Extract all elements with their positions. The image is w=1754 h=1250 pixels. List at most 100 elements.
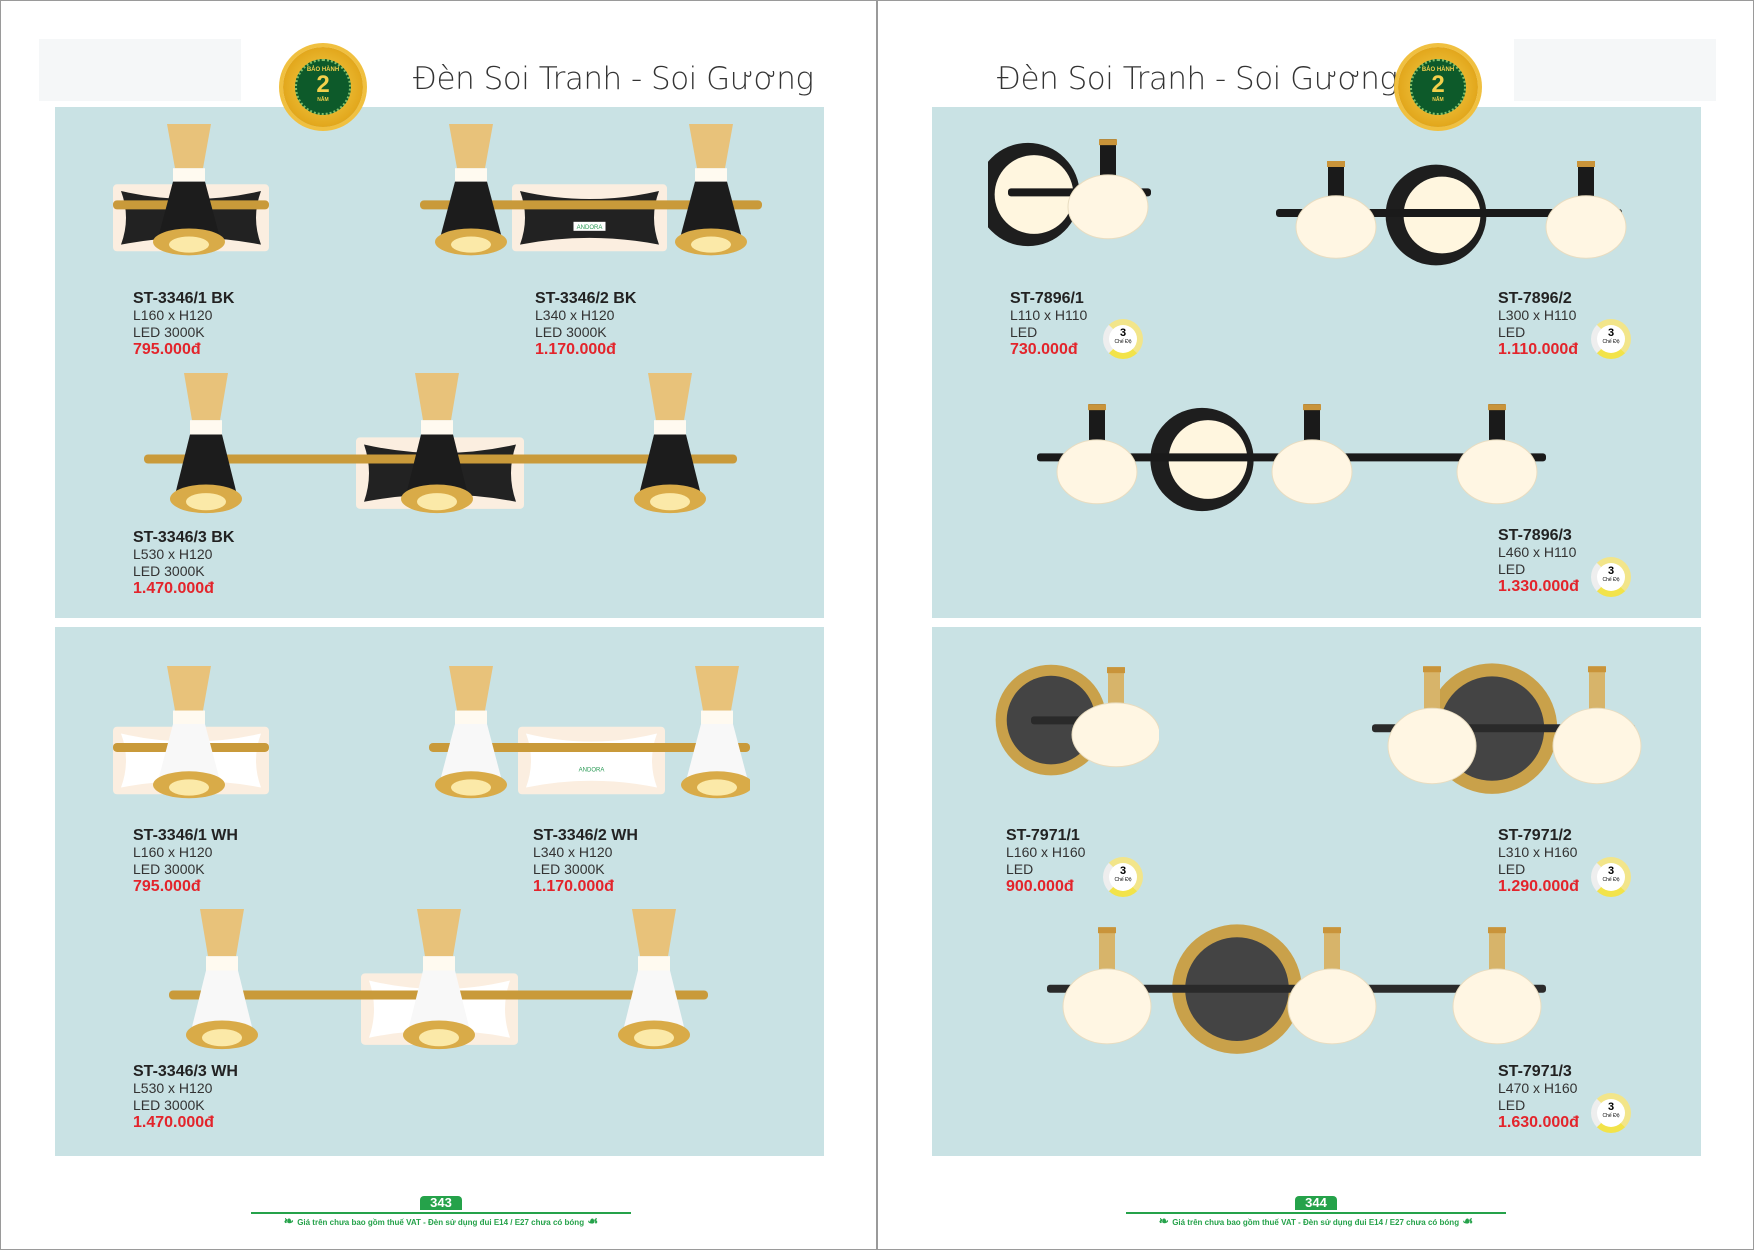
backplate-inner: [520, 191, 659, 245]
lamp-shade: [403, 909, 475, 1050]
product-name: ST-7896/1: [1010, 290, 1084, 307]
product-name: ST-7971/1: [1006, 827, 1080, 844]
lamp-globe: [1552, 666, 1642, 785]
product-light: LED 3000K: [133, 563, 205, 579]
lamp-shade: [634, 373, 706, 514]
product-light: LED 3000K: [535, 324, 607, 340]
product-image: ANDORA: [420, 124, 762, 258]
header-background: [39, 39, 241, 101]
gold-bar: [420, 200, 762, 210]
lamp-globe: [1452, 927, 1542, 1045]
product-light: LED 3000K: [133, 324, 205, 340]
product-size: L310 x H160: [1498, 844, 1578, 860]
product-image: [1017, 920, 1556, 1064]
product-light: LED: [1498, 861, 1526, 877]
lamp-globe: [1545, 161, 1627, 259]
product-name: ST-7896/2: [1498, 290, 1572, 307]
badge-top: BẢO HÀNH: [1421, 67, 1455, 73]
product-name: ST-3346/1 WH: [133, 827, 238, 844]
product-size: L160 x H120: [133, 307, 213, 323]
lamp-globe: [1387, 666, 1477, 785]
mode-number: 3: [1607, 1101, 1615, 1113]
mode-label: Chế Độ: [1602, 339, 1620, 345]
lamp-shade: [435, 666, 507, 799]
mode-number: 3: [1607, 865, 1615, 877]
lamp-shade: [618, 909, 690, 1050]
product-size: L460 x H110: [1498, 544, 1577, 560]
gold-bar: [429, 742, 750, 752]
mode-number: 3: [1119, 327, 1127, 339]
lamp-shade: [401, 373, 473, 514]
product-image: [144, 373, 737, 516]
product-size: L340 x H120: [533, 844, 613, 860]
lamp-globe: [1056, 404, 1138, 505]
page-number: 344: [1295, 1196, 1337, 1210]
product-image: [1246, 155, 1632, 275]
page-footer: 344 ❧ Giá trên chưa bao gồm thuế VAT - Đ…: [1106, 1194, 1526, 1230]
badge-number: 2: [1431, 71, 1445, 98]
product-price: 1.170.000đ: [533, 878, 614, 895]
product-price: 900.000đ: [1006, 878, 1074, 895]
product-size: L160 x H120: [133, 844, 213, 860]
product-price: 795.000đ: [133, 341, 201, 358]
product-price: 1.290.000đ: [1498, 878, 1579, 895]
product-size: L160 x H160: [1006, 844, 1086, 860]
ornament-icon: ❧: [1158, 1214, 1173, 1228]
product-light: LED: [1498, 561, 1526, 577]
product-name: ST-3346/2 WH: [533, 827, 638, 844]
lamp-shade: [435, 124, 507, 256]
lamp-shade: [170, 373, 242, 514]
product-price: 795.000đ: [133, 878, 201, 895]
product-image: ANDORA: [429, 666, 753, 801]
product-price: 1.630.000đ: [1498, 1114, 1579, 1131]
brand-label: ANDORA: [577, 225, 603, 231]
mode-label: Chế Độ: [1114, 877, 1132, 883]
product-name: ST-3346/1 BK: [133, 290, 235, 307]
product-name: ST-7896/3: [1498, 527, 1572, 544]
lamp-globe: [1067, 139, 1149, 240]
ornament-icon: ☙: [584, 1214, 599, 1228]
ornament-icon: ❧: [283, 1214, 298, 1228]
product-name: ST-7971/2: [1498, 827, 1572, 844]
lamp-globe: [1062, 927, 1152, 1045]
product-image: [113, 666, 269, 801]
product-size: L530 x H120: [133, 1080, 213, 1096]
product-image: [976, 133, 1161, 256]
lamp-shade: [186, 909, 258, 1050]
page-title: Đèn Soi Tranh - Soi Gương: [997, 61, 1398, 97]
badge-bottom: NĂM: [1432, 97, 1444, 103]
lamp-shade: [153, 666, 225, 799]
header-background: [1514, 39, 1716, 101]
brand-label: ANDORA: [579, 768, 605, 774]
page-number: 343: [420, 1196, 462, 1210]
product-price: 1.330.000đ: [1498, 578, 1579, 595]
product-price: 1.110.000đ: [1498, 341, 1579, 358]
product-size: L340 x H120: [535, 307, 615, 323]
product-image: [991, 661, 1161, 784]
product-name: ST-7971/3: [1498, 1063, 1572, 1080]
product-light: LED 3000K: [533, 861, 605, 877]
lamp-globe: [1456, 404, 1538, 505]
product-image: [113, 124, 269, 258]
mode-label: Chế Độ: [1114, 339, 1132, 345]
lamp-globe: [1287, 927, 1377, 1045]
page-title: Đèn Soi Tranh - Soi Gương: [413, 61, 814, 97]
product-image: [1332, 659, 1645, 804]
product-size: L530 x H120: [133, 546, 213, 562]
